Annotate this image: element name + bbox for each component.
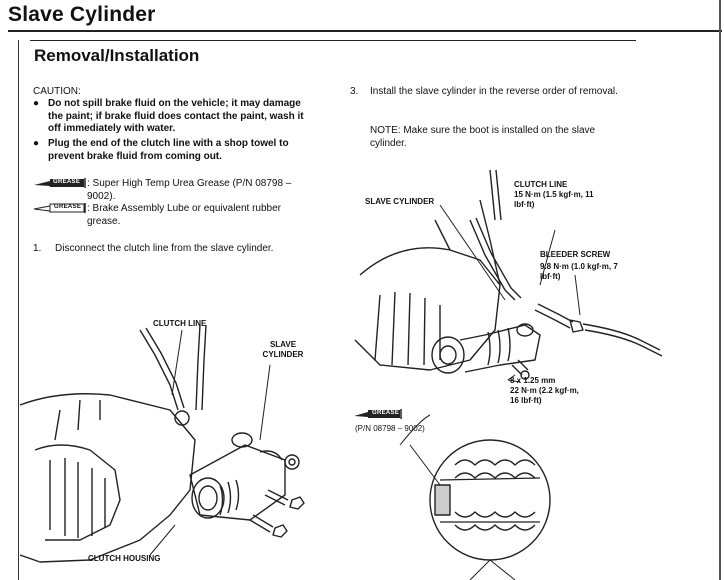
right-label-clutch-line-torque: 15 N·m (1.5 kgf·m, 11 lbf·ft) (514, 190, 594, 209)
page-edge (719, 0, 721, 580)
right-grease-icon: GREASE (353, 408, 405, 420)
right-label-bolt-torque: 22 N·m (2.2 kgf·m, 16 lbf·ft) (510, 386, 579, 405)
step-3-number: 3. (350, 86, 359, 97)
step-3-text: Install the slave cylinder in the revers… (370, 86, 618, 97)
bullet-icon: ● (33, 98, 40, 109)
step-1-text: Disconnect the clutch line from the slav… (55, 243, 274, 254)
left-margin-line (18, 40, 19, 580)
caution-item-1-text: Do not spill brake fluid on the vehicle;… (48, 98, 304, 134)
page-title: Slave Cylinder (8, 3, 156, 26)
caution-item-2-text: Plug the end of the clutch line with a s… (48, 138, 289, 162)
right-label-bleeder-torque: 9.8 N·m (1.0 kgf·m, 7 lbf·ft) (540, 262, 618, 281)
lube-icon-label: GREASE (54, 204, 82, 210)
caution-item-1: ● Do not spill brake fluid on the vehicl… (33, 98, 315, 136)
left-illustration (20, 300, 325, 580)
right-label-slave-cylinder: SLAVE CYLINDER (365, 197, 435, 206)
step-1-number: 1. (33, 243, 42, 254)
grease-icon-label: GREASE (53, 179, 81, 185)
right-grease-icon-label: GREASE (372, 410, 400, 416)
left-label-clutch-housing: CLUTCH HOUSING (88, 554, 161, 563)
lube-text: : Brake Assembly Lube or equivalent rubb… (87, 203, 281, 227)
caution-heading: CAUTION: (33, 86, 81, 97)
lube-icon: GREASE (32, 202, 88, 214)
note-text: NOTE: Make sure the boot is installed on… (370, 125, 596, 149)
grease-icon: GREASE (32, 177, 88, 189)
grease-text: : Super High Temp Urea Grease (P/N 08798… (87, 178, 292, 202)
right-illustration (340, 160, 720, 580)
left-label-clutch-line: CLUTCH LINE (153, 319, 207, 328)
right-label-grease-pn: (P/N 08798 – 9002) (355, 424, 425, 433)
right-label-bolt-size: 8 x 1.25 mm (510, 376, 556, 385)
section-rule (30, 40, 636, 41)
left-label-slave-cylinder: SLAVE CYLINDER (262, 340, 304, 359)
title-rule (8, 30, 722, 32)
section-title: Removal/Installation (34, 46, 200, 65)
caution-item-2: ● Plug the end of the clutch line with a… (33, 138, 315, 163)
bullet-icon: ● (33, 138, 40, 149)
right-label-bleeder-screw: BLEEDER SCREW (540, 250, 611, 259)
right-label-clutch-line: CLUTCH LINE (514, 180, 568, 189)
